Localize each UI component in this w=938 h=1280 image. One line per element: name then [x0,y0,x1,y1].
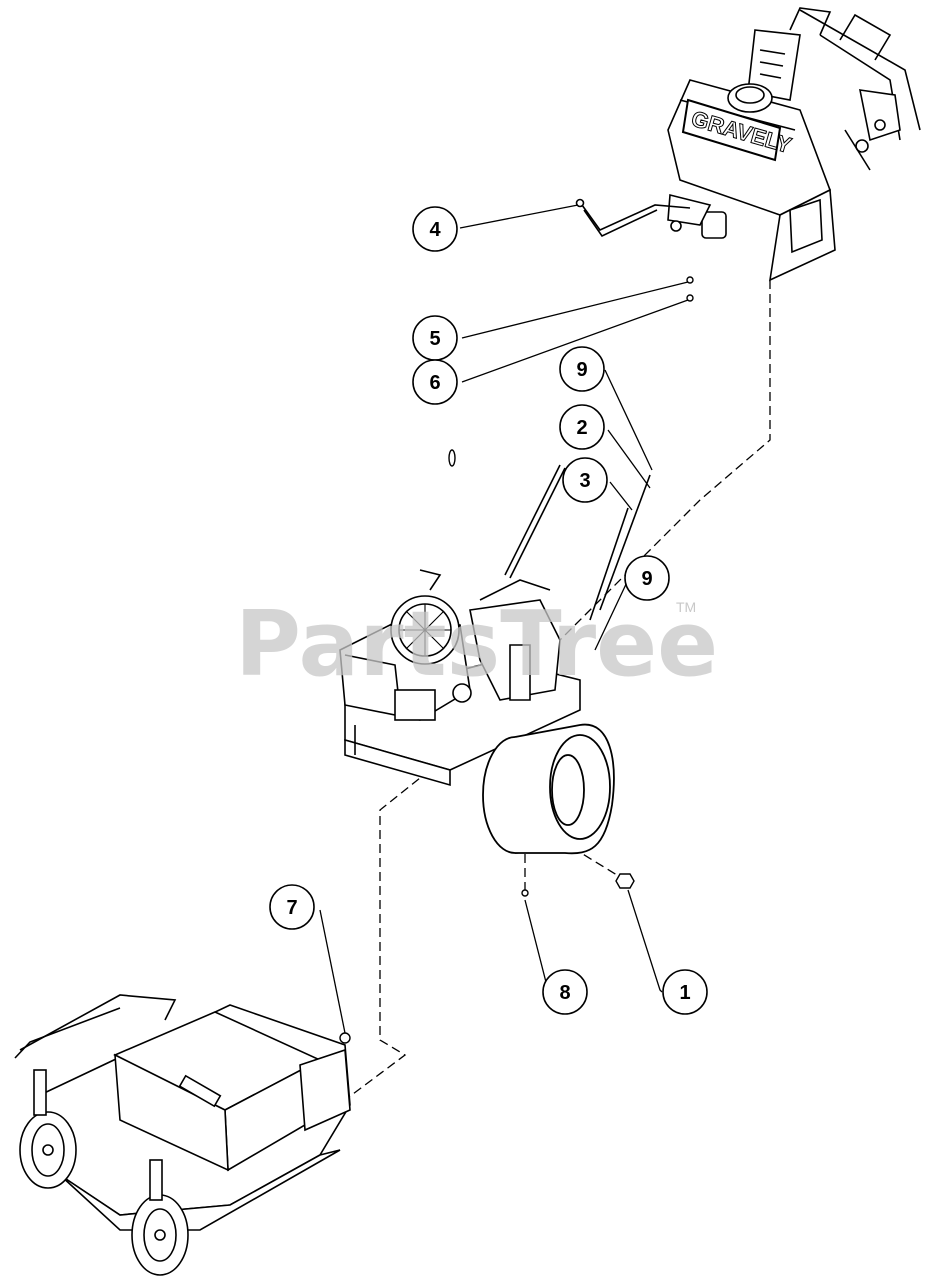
svg-text:4: 4 [429,219,441,241]
callout-leader-lines [319,204,689,1034]
callout-6[interactable]: 6 [412,359,458,405]
svg-text:8: 8 [559,982,570,1004]
callout-1[interactable]: 1 [662,969,708,1015]
svg-text:3: 3 [579,470,590,492]
callout-9-upper[interactable]: 9 [559,346,605,392]
callout-4[interactable]: 4 [412,206,458,252]
engine-frame-assembly [339,464,651,787]
svg-text:7: 7 [286,897,297,919]
drive-wheel [482,723,615,855]
mower-deck-assembly [14,994,351,1276]
svg-text:2: 2 [576,417,587,439]
pin-loose [448,449,456,467]
svg-text:1: 1 [679,982,690,1004]
watermark: PartsTree TM [235,592,718,697]
callout-8[interactable]: 8 [542,969,588,1015]
handle-control-assembly [667,7,921,282]
hardware-parts-5-6 [686,276,694,302]
callout-7[interactable]: 7 [269,884,315,930]
throttle-rod-part-4 [575,198,691,238]
svg-text:6: 6 [429,372,440,394]
callout-3[interactable]: 3 [562,457,608,503]
wheel-hardware [339,873,635,1044]
callout-5[interactable]: 5 [412,315,458,361]
callout-2[interactable]: 2 [559,404,605,450]
svg-text:9: 9 [576,359,587,381]
watermark-text: PartsTree [235,592,718,697]
watermark-trademark: TM [676,599,696,615]
svg-text:5: 5 [429,328,440,350]
svg-text:9: 9 [641,568,652,590]
callout-9-lower[interactable]: 9 [624,555,670,601]
